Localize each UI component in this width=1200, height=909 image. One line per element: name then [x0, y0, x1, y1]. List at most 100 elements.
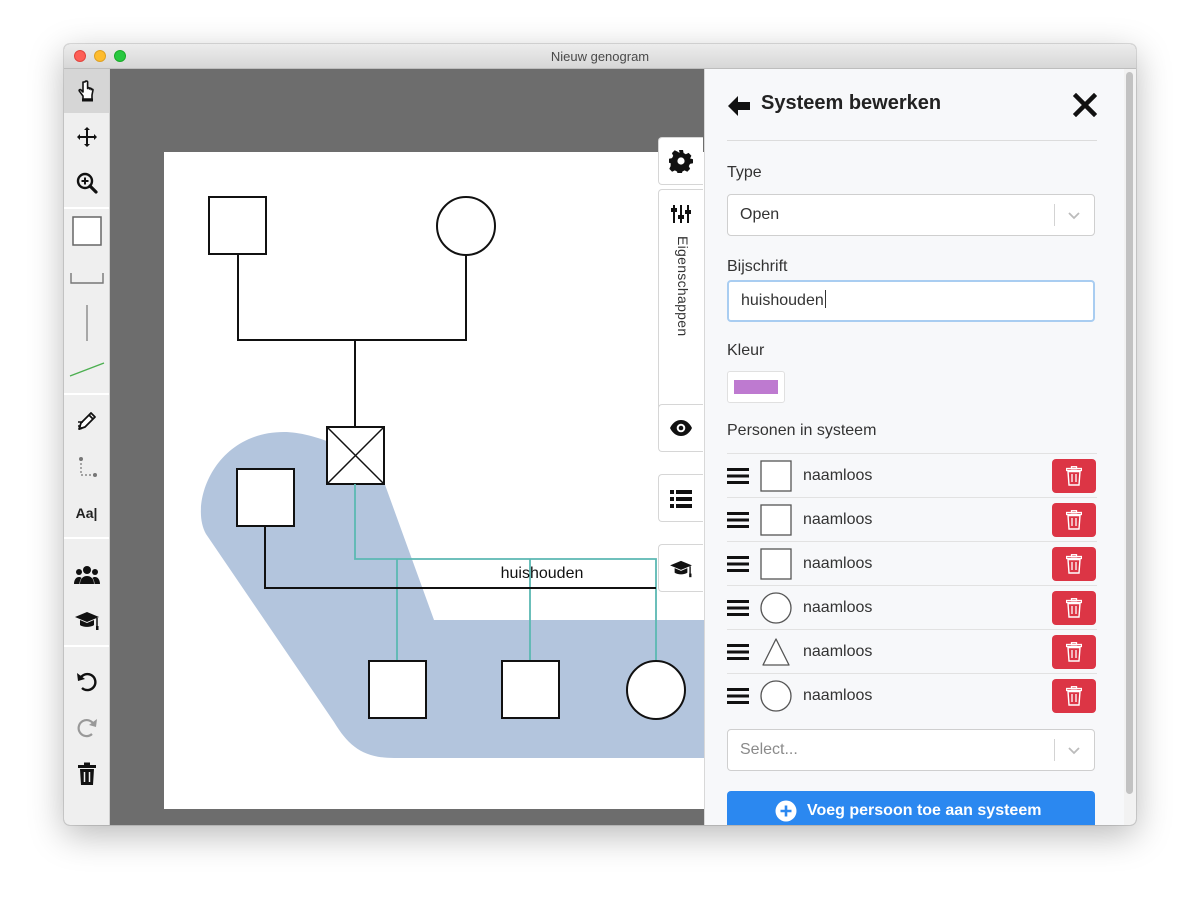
delete-tool-button[interactable] [64, 752, 109, 796]
tab-settings[interactable] [658, 137, 703, 185]
genogram-diagram[interactable]: huishouden [164, 152, 704, 809]
undo-button[interactable] [64, 659, 109, 703]
bracket-icon [69, 273, 104, 284]
person-father[interactable] [208, 196, 267, 255]
trash-icon [1066, 554, 1082, 574]
person-row[interactable]: naamloos [727, 541, 1097, 585]
person-row[interactable]: naamloos [727, 497, 1097, 541]
genogram-paper[interactable]: huishouden [164, 152, 704, 809]
person-symbol [760, 460, 792, 497]
tab-visibility[interactable] [658, 404, 703, 452]
trash-icon [1066, 686, 1082, 706]
arrow-left-icon[interactable] [727, 95, 751, 117]
title-bar: Nieuw genogram [64, 44, 1136, 69]
caption-label: Bijschrift [727, 258, 788, 275]
vertical-line-tool-button[interactable] [64, 301, 109, 345]
connector-icon [78, 457, 97, 477]
hand-tool-button[interactable] [64, 69, 109, 113]
toolbar-divider [64, 645, 109, 647]
drag-handle-icon[interactable] [727, 555, 749, 573]
drag-handle-icon[interactable] [727, 467, 749, 485]
move-tool-button[interactable] [64, 115, 109, 159]
person-child[interactable] [501, 660, 560, 719]
trash-icon [77, 762, 96, 785]
square-person-icon [760, 548, 792, 580]
window-close-button[interactable] [74, 50, 86, 62]
color-picker[interactable] [727, 371, 785, 403]
drag-handle-icon[interactable] [727, 643, 749, 661]
bracket-tool-button[interactable] [64, 255, 109, 299]
toolbar-divider [64, 393, 109, 395]
green-line-icon [69, 362, 104, 377]
system-label[interactable]: huishouden [501, 565, 584, 582]
person-row[interactable]: naamloos [727, 453, 1097, 497]
color-label: Kleur [727, 342, 765, 359]
text-tool-button[interactable]: Aa| [64, 491, 109, 535]
circle-person-icon [760, 592, 792, 624]
tab-list[interactable] [658, 474, 703, 522]
drag-handle-icon[interactable] [727, 511, 749, 529]
eye-icon [670, 420, 692, 436]
app-window: Nieuw genogram [64, 44, 1136, 825]
person-partner[interactable] [236, 468, 295, 527]
move-icon [76, 127, 97, 147]
delete-person-button[interactable] [1052, 591, 1096, 625]
tab-education[interactable] [658, 544, 703, 592]
drag-handle-icon[interactable] [727, 687, 749, 705]
person-child[interactable] [626, 660, 686, 720]
type-select[interactable]: Open [727, 194, 1095, 236]
redo-icon [77, 718, 97, 738]
parent-relationship-line [237, 254, 467, 341]
gear-icon [669, 150, 693, 173]
delete-person-button[interactable] [1052, 679, 1096, 713]
add-person-button[interactable]: Voeg persoon toe aan systeem [727, 791, 1095, 825]
tab-properties[interactable]: Eigenschappen [658, 189, 703, 424]
chevron-down-icon [1068, 212, 1080, 220]
redo-button[interactable] [64, 705, 109, 749]
panel-scrollbar-thumb[interactable] [1126, 72, 1133, 794]
pen-tool-button[interactable] [64, 399, 109, 443]
delete-person-button[interactable] [1052, 459, 1096, 493]
group-icon [73, 566, 100, 584]
delete-person-button[interactable] [1052, 635, 1096, 669]
group-tool-button[interactable] [64, 553, 109, 597]
hand-pointer-icon [77, 80, 94, 102]
trash-icon [1066, 466, 1082, 486]
person-row[interactable]: naamloos [727, 673, 1097, 717]
text-tool-icon: Aa| [75, 505, 98, 521]
household-region[interactable] [200, 432, 704, 758]
person-row[interactable]: naamloos [727, 629, 1097, 673]
person-name: naamloos [803, 687, 873, 704]
drag-handle-icon[interactable] [727, 599, 749, 617]
zoom-in-icon [76, 172, 98, 194]
square-tool-button[interactable] [64, 209, 109, 253]
delete-person-button[interactable] [1052, 547, 1096, 581]
circle-person-icon [760, 680, 792, 712]
person-name: naamloos [803, 555, 873, 572]
person-child[interactable] [368, 660, 427, 719]
green-line-tool-button[interactable] [64, 347, 109, 391]
trash-icon [1066, 598, 1082, 618]
pen-icon [77, 412, 96, 430]
deceased-cross-icon [326, 426, 385, 485]
connector-tool-button[interactable] [64, 445, 109, 489]
graduation-cap-icon [74, 612, 99, 630]
window-minimize-button[interactable] [94, 50, 106, 62]
type-select-value: Open [740, 206, 780, 223]
zoom-tool-button[interactable] [64, 161, 109, 205]
person-symbol [760, 680, 792, 717]
window-maximize-button[interactable] [114, 50, 126, 62]
close-icon[interactable] [1073, 93, 1097, 117]
education-tool-button[interactable] [64, 599, 109, 643]
square-person-icon [760, 460, 792, 492]
delete-person-button[interactable] [1052, 503, 1096, 537]
add-person-select[interactable]: Select... [727, 729, 1095, 771]
text-caret [824, 290, 826, 308]
caption-input[interactable]: huishouden [727, 280, 1095, 322]
square-shape-icon [71, 216, 102, 246]
add-person-button-label: Voeg persoon toe aan systeem [807, 802, 1042, 819]
window-title: Nieuw genogram [550, 49, 650, 64]
person-mother[interactable] [436, 196, 496, 256]
canvas-area[interactable]: huishouden [110, 69, 704, 825]
person-row[interactable]: naamloos [727, 585, 1097, 629]
